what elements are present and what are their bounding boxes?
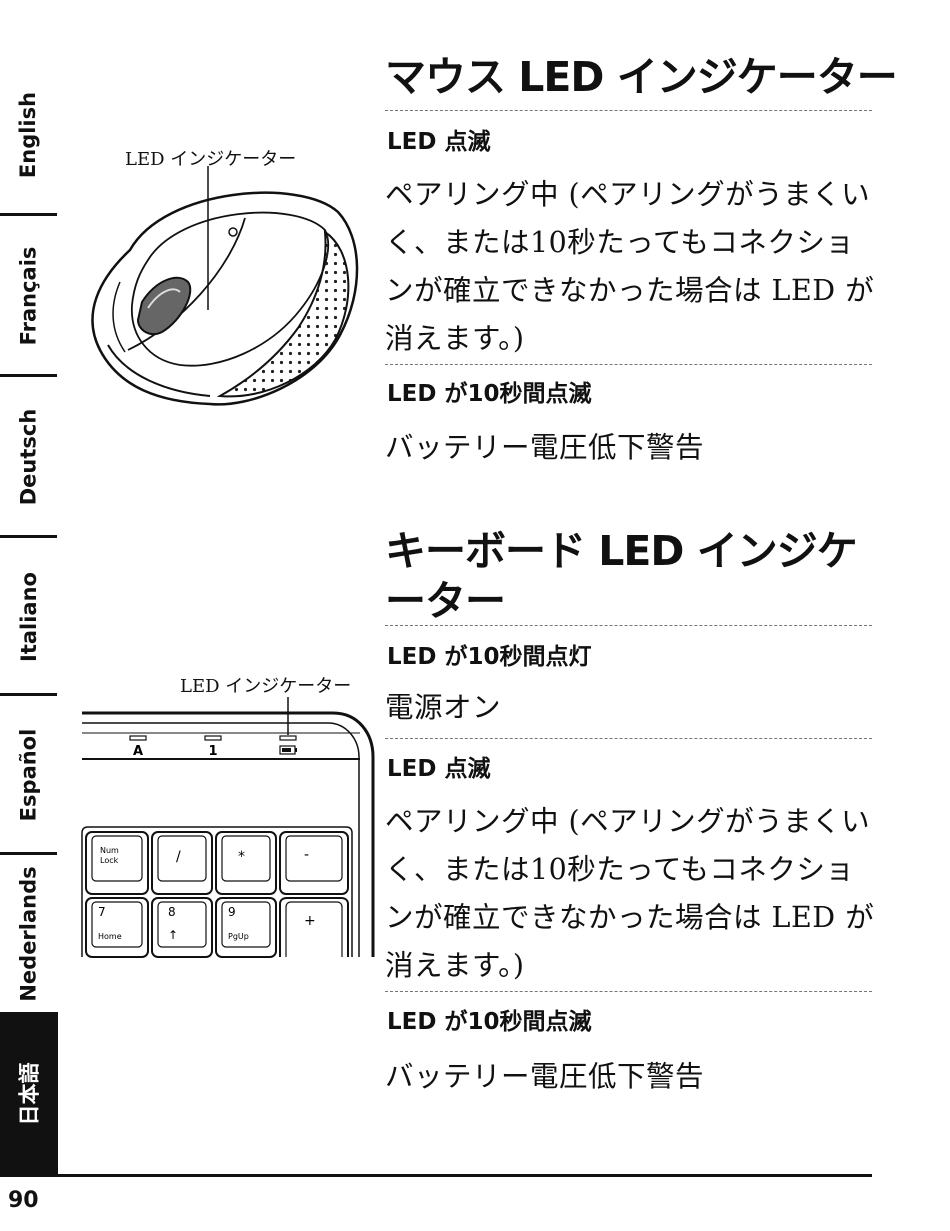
svg-text:7: 7: [98, 905, 106, 919]
key-multiply: *: [215, 831, 277, 895]
side-rule: [55, 1012, 58, 1177]
mouse-illustration: [91, 166, 359, 406]
lang-tab-japanese[interactable]: 日本語: [0, 1012, 57, 1175]
lang-separator: [0, 535, 57, 538]
key-8-up: 8 ↑: [151, 897, 213, 958]
svg-text:Lock: Lock: [100, 856, 119, 865]
divider: [385, 364, 872, 365]
key-9-pgup: 9 PgUp: [215, 897, 277, 958]
footer-rule: [0, 1174, 872, 1177]
keyboard-illustration: A 1 Num Lock / * - 7 Home 8 ↑: [81, 697, 375, 958]
lang-tab-english[interactable]: English: [16, 91, 41, 179]
key-divide: /: [151, 831, 213, 895]
svg-text:PgUp: PgUp: [228, 932, 249, 941]
key-minus: -: [279, 831, 349, 895]
keyboard-led-blink-label: LED 点滅: [387, 756, 491, 782]
divider: [385, 625, 872, 626]
keyboard-led-heading: キーボード LED インジケーター: [385, 527, 858, 625]
lang-tab-francais[interactable]: Français: [16, 246, 41, 346]
key-num-lock: Num Lock: [85, 831, 149, 895]
mouse-led-heading: マウス LED インジケーター: [385, 53, 898, 101]
page-number: 90: [8, 1188, 39, 1213]
svg-text:Home: Home: [98, 932, 122, 941]
lang-separator: [0, 852, 57, 855]
divider: [385, 991, 872, 992]
mouse-led-blink-label: LED 点滅: [387, 129, 491, 155]
lang-separator: [0, 374, 57, 377]
lang-tab-deutsch[interactable]: Deutsch: [16, 408, 41, 506]
key-plus: +: [279, 897, 349, 957]
keyboard-led-10s-on-text: 電源オン: [385, 691, 502, 724]
mouse-led-blink-text: ペアリング中 (ペアリングがうまくいく、または10秒たってもコネクションが確立で…: [385, 178, 875, 355]
svg-text:*: *: [238, 849, 245, 865]
keyboard-led-10s-blink-text: バッテリー電圧低下警告: [385, 1060, 705, 1093]
svg-text:9: 9: [228, 905, 236, 919]
svg-text:Num: Num: [100, 846, 119, 855]
indicator-label-caps: A: [133, 744, 143, 759]
divider: [385, 738, 872, 739]
lang-tab-nederlands[interactable]: Nederlands: [16, 865, 41, 1002]
divider: [385, 110, 872, 111]
mouse-led-callout: LED インジケーター: [125, 149, 297, 170]
mouse-led-10s-label: LED が10秒間点滅: [387, 381, 592, 407]
key-7-home: 7 Home: [85, 897, 149, 958]
mouse-led-10s-text: バッテリー電圧低下警告: [385, 431, 705, 464]
lang-tab-italiano[interactable]: Italiano: [16, 571, 41, 662]
keyboard-led-10s-blink-label: LED が10秒間点滅: [387, 1009, 592, 1035]
svg-text:+: +: [304, 913, 316, 929]
svg-text:8: 8: [168, 905, 176, 919]
indicator-label-num: 1: [208, 744, 217, 759]
keyboard-led-blink-text: ペアリング中 (ペアリングがうまくいく、または10秒たってもコネクションが確立で…: [385, 805, 875, 982]
battery-icon: [279, 745, 297, 755]
keyboard-led-10s-on-label: LED が10秒間点灯: [387, 644, 592, 670]
svg-text:↑: ↑: [168, 928, 178, 942]
lang-tab-espanol[interactable]: Español: [16, 728, 41, 821]
svg-text:/: /: [176, 849, 181, 865]
mouse-led-dot: [228, 227, 238, 237]
lang-separator: [0, 213, 57, 216]
lang-separator: [0, 693, 57, 696]
keyboard-led-callout: LED インジケーター: [180, 676, 352, 697]
svg-text:-: -: [304, 847, 309, 863]
